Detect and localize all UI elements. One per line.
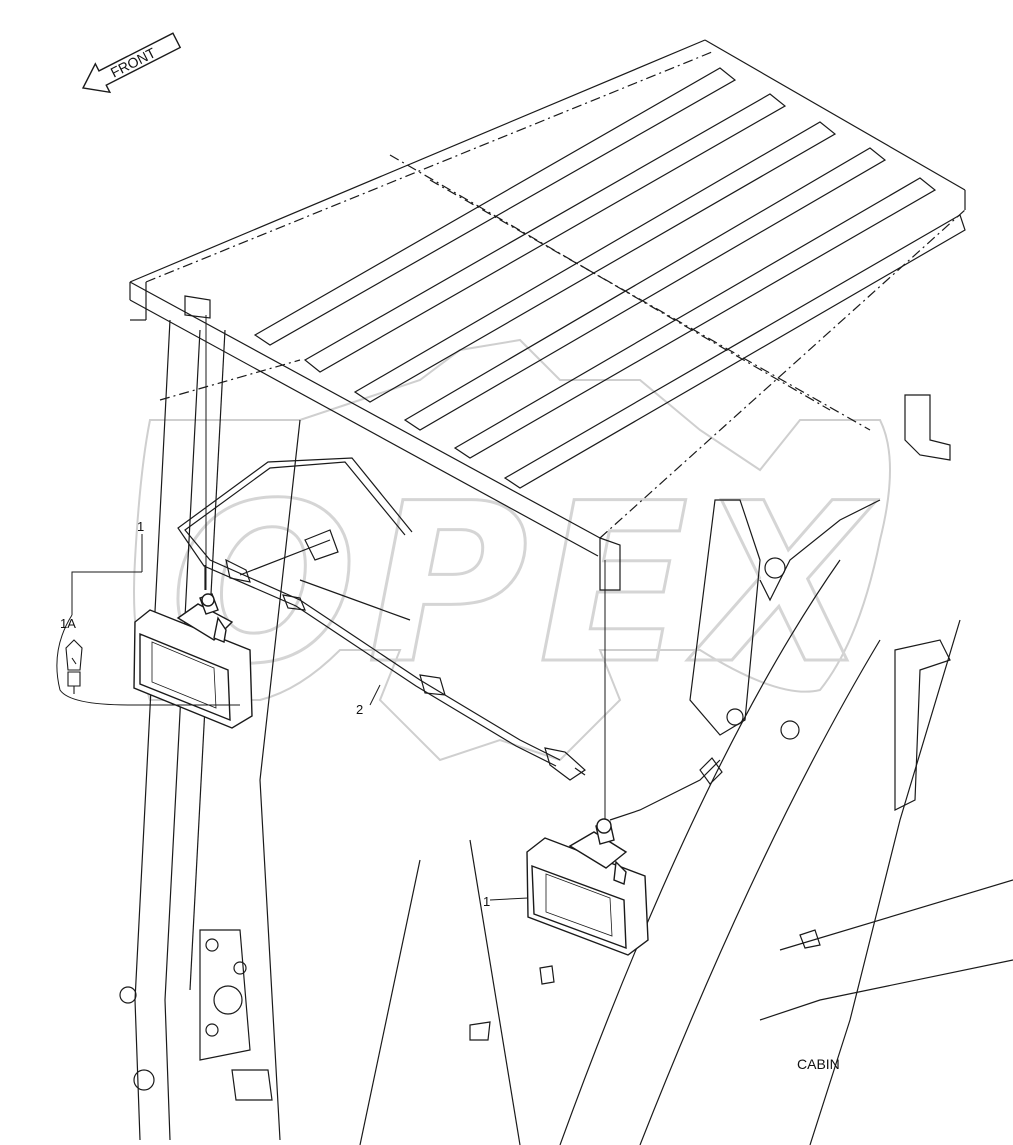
watermark-text: OPEX	[170, 456, 878, 712]
cabin-roof	[129, 39, 966, 591]
watermark-logo: OPEX	[133, 338, 891, 762]
callout-1-left: 1	[137, 519, 145, 534]
section-label: CABIN	[797, 1056, 840, 1072]
bulb-icon	[65, 639, 83, 694]
callout-2: 2	[356, 702, 364, 717]
callout-1a: 1A	[60, 616, 76, 631]
front-arrow: FRONT	[81, 32, 182, 94]
wiring-harness	[177, 457, 723, 821]
callout-1-right: 1	[483, 894, 491, 909]
cabin-frame	[119, 319, 1013, 1145]
callout-leaders	[56, 534, 529, 901]
work-light-left	[133, 593, 253, 729]
install-guide-lines	[205, 315, 606, 820]
work-light-right	[526, 818, 649, 956]
